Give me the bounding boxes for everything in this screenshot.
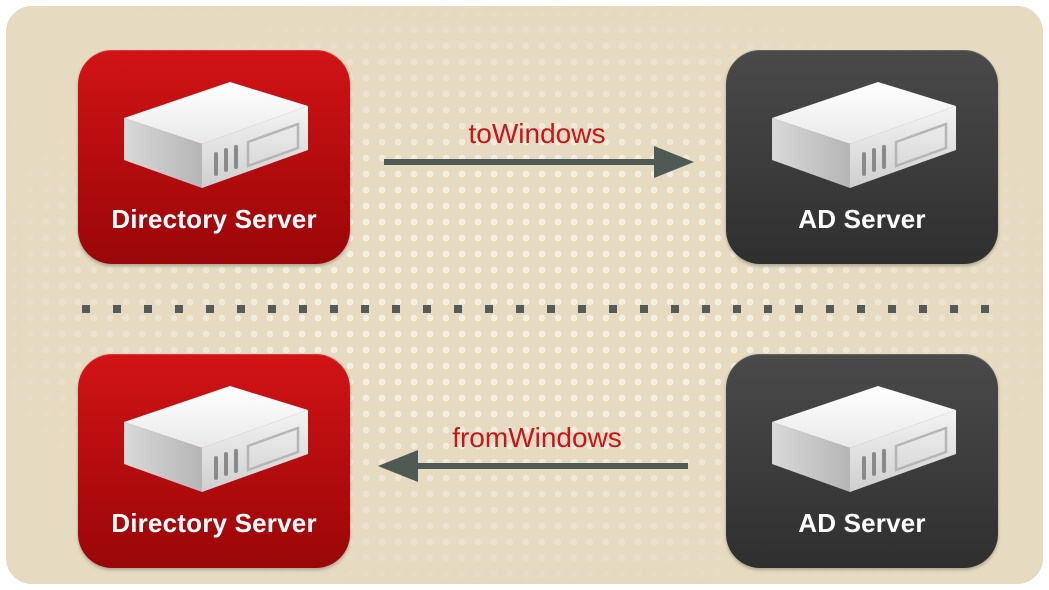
directory-server-node: Directory Server bbox=[78, 50, 350, 264]
flow-label-from-windows: fromWindows bbox=[452, 422, 622, 453]
ad-server-label: AD Server bbox=[798, 204, 926, 234]
ad-server-node: AD Server bbox=[726, 354, 998, 568]
server-icon bbox=[766, 78, 962, 194]
arrow-right-icon bbox=[384, 146, 694, 178]
server-icon bbox=[118, 78, 314, 194]
directory-server-label: Directory Server bbox=[111, 508, 317, 538]
ad-server-label: AD Server bbox=[798, 508, 926, 538]
flow-label-to-windows: toWindows bbox=[468, 118, 606, 149]
server-icon bbox=[766, 382, 962, 498]
dotted-divider bbox=[82, 305, 994, 313]
server-icon bbox=[118, 382, 314, 498]
arrow-left-icon bbox=[378, 450, 688, 482]
directory-server-node: Directory Server bbox=[78, 354, 350, 568]
ad-server-node: AD Server bbox=[726, 50, 998, 264]
directory-server-label: Directory Server bbox=[111, 204, 317, 234]
